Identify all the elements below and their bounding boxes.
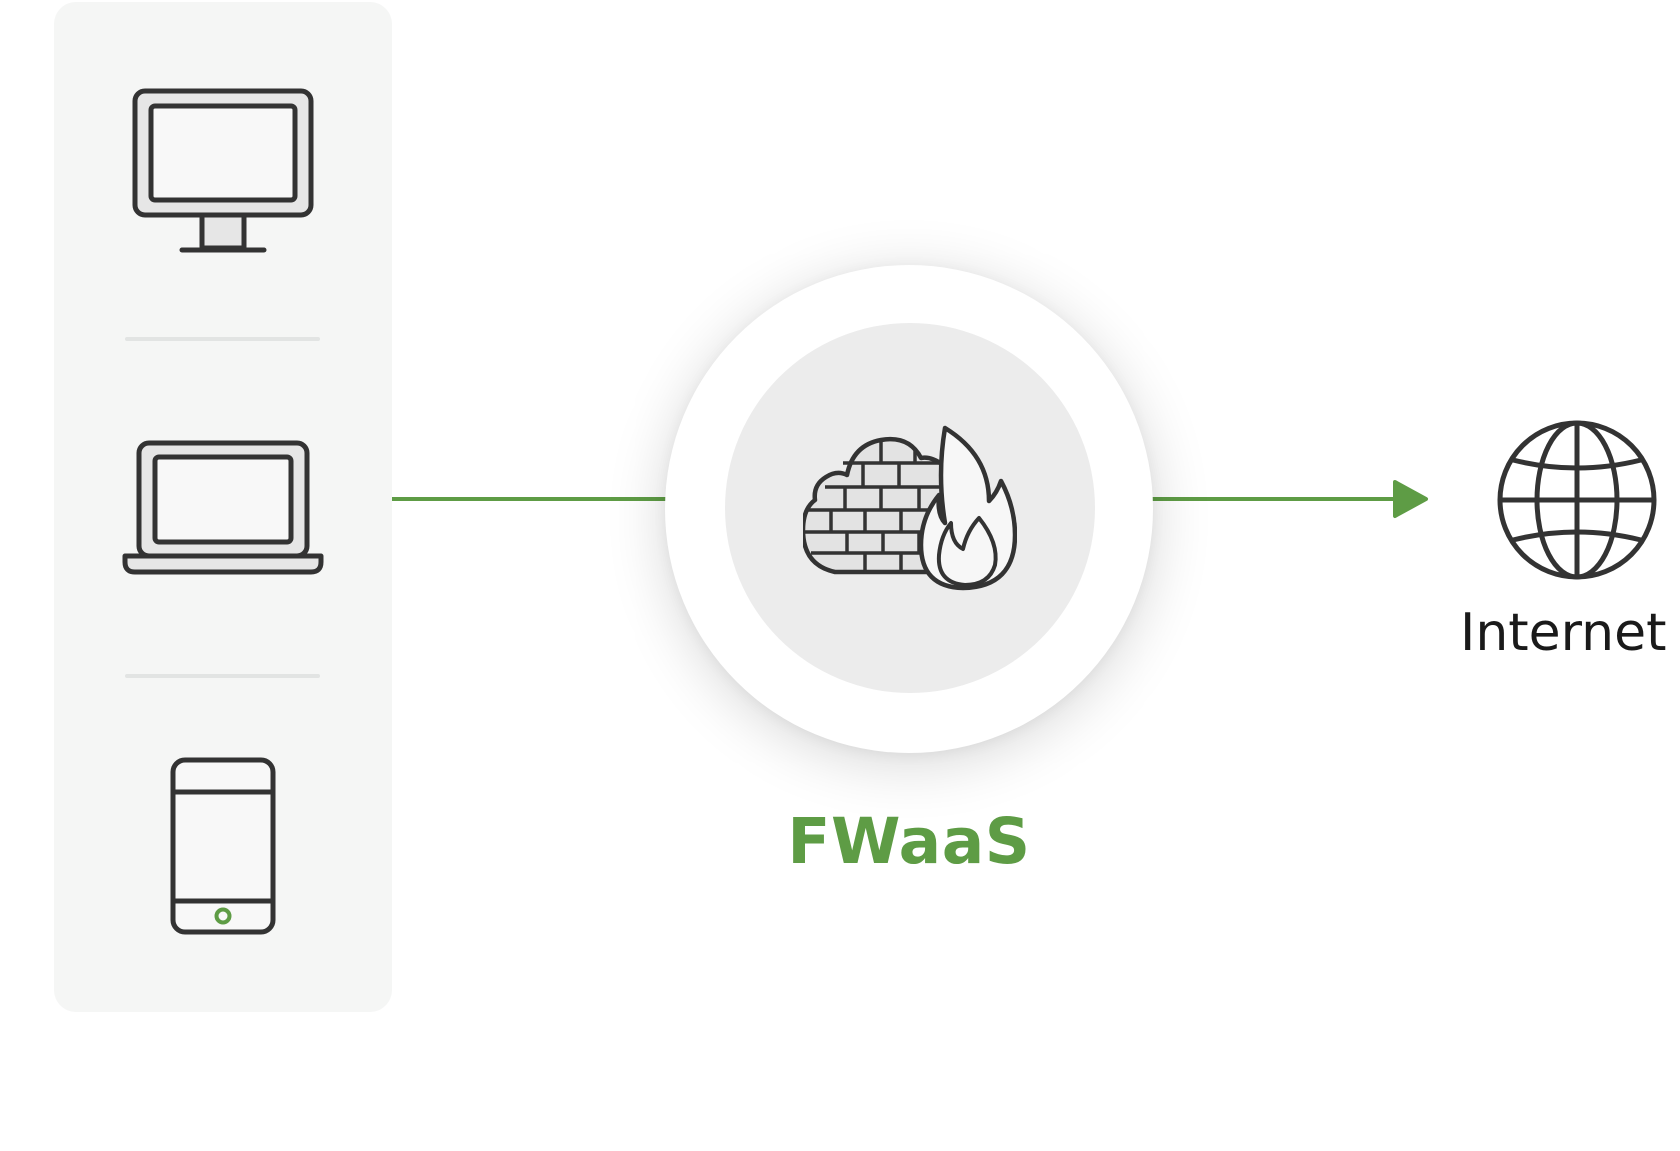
cloud-firewall-icon bbox=[803, 425, 1017, 591]
firewall-label: FWaaS bbox=[787, 805, 1031, 878]
device-divider bbox=[125, 337, 320, 341]
desktop-monitor-icon bbox=[132, 88, 314, 253]
internet-label: Internet bbox=[1460, 603, 1667, 663]
smartphone-icon bbox=[170, 757, 276, 935]
globe-icon bbox=[1497, 420, 1657, 580]
laptop-icon bbox=[122, 440, 324, 575]
device-divider bbox=[125, 674, 320, 678]
arrow-head bbox=[1393, 480, 1428, 518]
firewall-node bbox=[665, 265, 1153, 753]
